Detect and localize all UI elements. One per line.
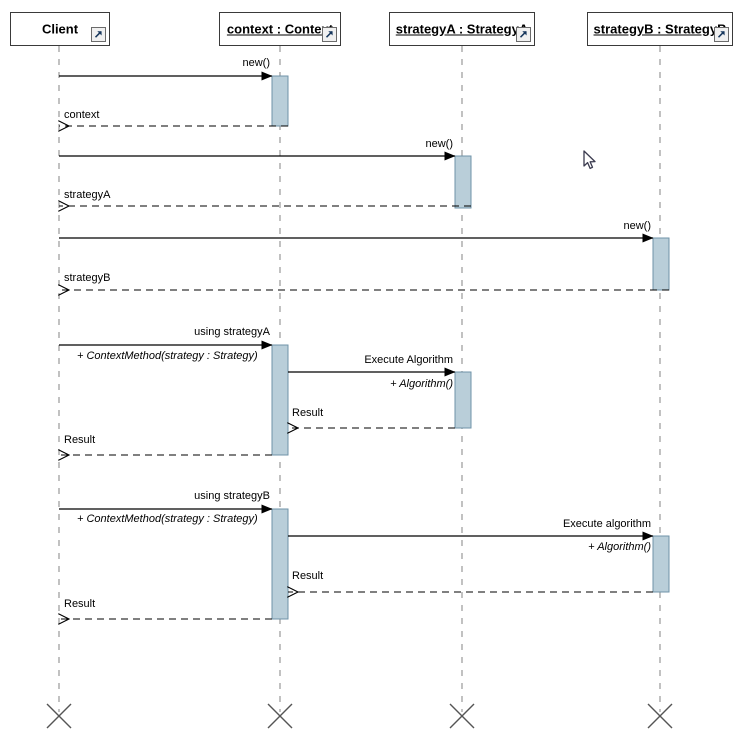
activation-bar-act-strategyA-exec[interactable] — [454, 371, 472, 429]
activation-bar-act-context-new[interactable] — [271, 75, 289, 127]
messages-layer — [59, 71, 669, 619]
activation-bar-act-context-a[interactable] — [271, 344, 289, 456]
destruction-stroke — [449, 703, 475, 729]
activation-bar-act-strategyA-new[interactable] — [454, 155, 472, 209]
message-label-msg-result-strategyB: Result — [292, 570, 324, 582]
message-label-msg-return-strategyB: strategyB — [64, 272, 111, 284]
message-label-msg-result-strategyA: Result — [292, 407, 324, 419]
destruction-stroke — [267, 703, 293, 729]
external-link-icon[interactable] — [516, 27, 531, 42]
message-label-msg-result-context-b: Result — [64, 598, 96, 610]
activation-bar-act-strategyB-exec[interactable] — [652, 535, 670, 593]
lifeline-label-client: Client — [41, 21, 79, 37]
activation-bar-act-context-b[interactable] — [271, 508, 289, 620]
message-label-msg-new-context: new() — [242, 57, 270, 69]
lifeline-header-context[interactable]: context : Context — [219, 12, 341, 46]
destruction-marker-client — [46, 703, 72, 729]
message-signature-msg-using-strategyA: + ContextMethod(strategy : Strategy) — [77, 350, 258, 362]
message-label-msg-execute-algorithm-b: Execute algorithm — [562, 518, 651, 530]
message-label-msg-using-strategyB: using strategyB — [194, 490, 270, 502]
external-link-icon[interactable] — [714, 27, 729, 42]
lifeline-label-context: context : Context — [226, 21, 334, 37]
message-label-msg-result-context-a: Result — [64, 434, 96, 446]
message-label-msg-return-strategyA: strategyA — [64, 189, 111, 201]
destruction-marker-context — [267, 703, 293, 729]
destruction-marker-strategyB — [647, 703, 673, 729]
destructions-layer — [46, 703, 673, 729]
message-signature-msg-using-strategyB: + ContextMethod(strategy : Strategy) — [77, 513, 258, 525]
message-label-msg-new-strategyA: new() — [425, 138, 453, 150]
message-label-msg-using-strategyA: using strategyA — [194, 326, 270, 338]
message-label-msg-execute-algorithm-a: Execute Algorithm — [364, 354, 453, 366]
message-signature-msg-execute-algorithm-a: + Algorithm() — [390, 378, 453, 390]
activations-layer — [271, 75, 670, 620]
destruction-marker-strategyA — [449, 703, 475, 729]
message-label-msg-new-strategyB: new() — [623, 220, 651, 232]
lifeline-header-strategyA[interactable]: strategyA : StrategyA — [389, 12, 535, 46]
message-label-msg-return-context: context — [64, 109, 100, 121]
lifeline-label-strategyB: strategyB : StrategyB — [593, 21, 727, 37]
lifeline-header-client[interactable]: Client — [10, 12, 110, 46]
lifeline-label-strategyA: strategyA : StrategyA — [395, 21, 529, 37]
activation-bar-act-strategyB-new[interactable] — [652, 237, 670, 291]
destruction-stroke — [46, 703, 72, 729]
external-link-icon[interactable] — [322, 27, 337, 42]
external-link-icon[interactable] — [91, 27, 106, 42]
lifeline-header-strategyB[interactable]: strategyB : StrategyB — [587, 12, 733, 46]
message-signature-msg-execute-algorithm-b: + Algorithm() — [588, 541, 651, 553]
destruction-stroke — [647, 703, 673, 729]
